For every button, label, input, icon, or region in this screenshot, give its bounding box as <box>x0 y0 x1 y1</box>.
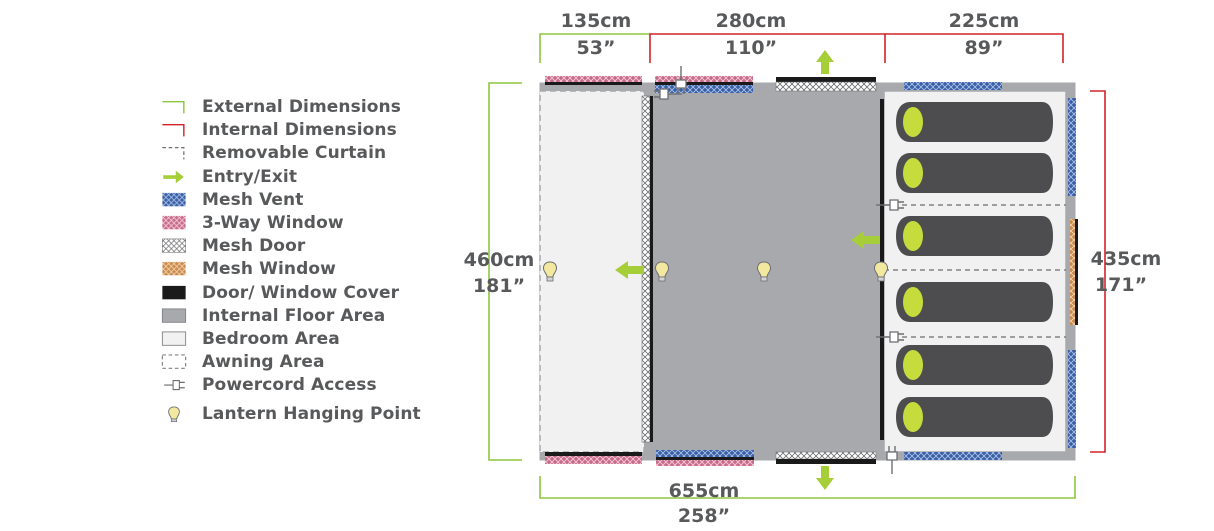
bedroom-length-cm: 225cm <box>949 10 1020 32</box>
bedroom-dimension-bracket <box>885 33 1064 63</box>
legend-item-power: Powercord Access <box>158 374 458 397</box>
top-mesh-door <box>775 81 877 92</box>
total-length-cm: 655cm <box>669 480 740 502</box>
internal-width-bracket <box>1090 90 1106 453</box>
legend-label: Removable Curtain <box>202 143 387 164</box>
legend-item-window3: 3-Way Window <box>158 212 458 235</box>
top-mesh-vent-bedroom <box>904 82 1002 90</box>
bottom-door-cover <box>776 459 876 464</box>
removable-curtain-icon <box>162 147 185 160</box>
legend-item-external: External Dimensions <box>158 96 458 119</box>
right-mesh-vent-upper <box>1068 98 1076 196</box>
legend-label: External Dimensions <box>202 97 401 117</box>
right-mesh-window <box>1070 219 1078 325</box>
legend-item-curtain: Removable Curtain <box>158 142 458 165</box>
external-width-in: 181” <box>473 275 525 297</box>
right-mesh-vent-lower <box>1068 350 1076 448</box>
legend-label: Powercord Access <box>202 375 377 396</box>
legend-label: Mesh Window <box>202 259 336 280</box>
awning-dimension-bracket <box>539 33 650 63</box>
bottom-mesh-vent-bedroom <box>904 452 1002 460</box>
powercord-plug-icon <box>164 380 185 391</box>
legend-label: Internal Floor Area <box>202 305 386 326</box>
bottom-window-cover-awning <box>545 452 642 456</box>
legend-item-cover: Door/ Window Cover <box>158 282 458 305</box>
legend-label: Bedroom Area <box>202 328 340 349</box>
awning-length-in: 53” <box>577 37 616 59</box>
legend-label: Entry/Exit <box>202 166 298 187</box>
mesh-door-swatch <box>162 238 186 253</box>
living-dimension-bracket <box>649 33 886 63</box>
top-three-way-window-living <box>655 76 753 82</box>
legend-label: Awning Area <box>202 352 325 373</box>
bottom-mesh-door <box>775 451 877 460</box>
bottom-three-way-window-awning <box>545 456 642 464</box>
legend-label: Door/ Window Cover <box>202 282 400 303</box>
mesh-window-swatch <box>162 262 186 276</box>
bedroom-length-in: 89” <box>965 37 1004 59</box>
legend-item-bedroom: Bedroom Area <box>158 328 458 351</box>
internal-dimension-icon <box>162 124 185 137</box>
legend-item-awning: Awning Area <box>158 351 458 374</box>
top-three-way-window-awning <box>545 76 642 82</box>
door-window-cover-swatch <box>162 285 186 299</box>
legend-item-meshdoor: Mesh Door <box>158 235 458 258</box>
legend-item-floor: Internal Floor Area <box>158 305 458 328</box>
awning-area-swatch <box>161 354 187 369</box>
top-door-cover <box>776 77 876 82</box>
legend-label: Mesh Door <box>202 236 306 257</box>
legend-item-meshvent: Mesh Vent <box>158 189 458 212</box>
top-mesh-vent-living <box>655 85 753 93</box>
removable-curtains <box>884 204 1066 338</box>
external-width-bracket <box>488 82 522 461</box>
living-length-cm: 280cm <box>716 10 787 32</box>
legend-label: Internal Dimensions <box>202 120 397 141</box>
mesh-vent-swatch <box>162 192 186 207</box>
bedroom-area-swatch <box>161 331 187 346</box>
right-window-cover <box>1075 219 1078 325</box>
top-window-cover-awning <box>545 82 642 85</box>
entry-exit-arrows <box>615 50 880 490</box>
top-window-cover-living <box>655 82 753 85</box>
bottom-window-cover-living <box>656 457 754 460</box>
legend-label: Mesh Vent <box>202 189 304 210</box>
legend-label: 3-Way Window <box>202 212 344 233</box>
legend-label: Lantern Hanging Point <box>202 404 421 425</box>
bedroom-area <box>883 90 1067 453</box>
internal-width-cm: 435cm <box>1091 248 1162 270</box>
awning-door-cover <box>650 96 653 442</box>
total-length-in: 258” <box>678 505 730 527</box>
external-dimension-icon <box>162 100 185 114</box>
living-length-in: 110” <box>725 37 777 59</box>
three-way-window-swatch <box>162 215 186 230</box>
awning-length-cm: 135cm <box>561 10 632 32</box>
internal-width-in: 171” <box>1095 274 1147 296</box>
external-width-cm: 460cm <box>464 249 535 271</box>
bottom-mesh-vent-living <box>656 450 754 457</box>
legend-item-lantern: Lantern Hanging Point <box>158 403 458 426</box>
internal-floor-swatch <box>161 308 187 323</box>
entry-exit-arrow-icon <box>163 170 184 183</box>
bottom-three-way-window-living <box>656 460 754 466</box>
lantern-bulb-icon <box>168 406 180 423</box>
legend-item-internal: Internal Dimensions <box>158 119 458 142</box>
legend-item-meshwindow: Mesh Window <box>158 258 458 281</box>
legend-item-entry: Entry/Exit <box>158 166 458 189</box>
total-length-bracket <box>539 476 1076 499</box>
